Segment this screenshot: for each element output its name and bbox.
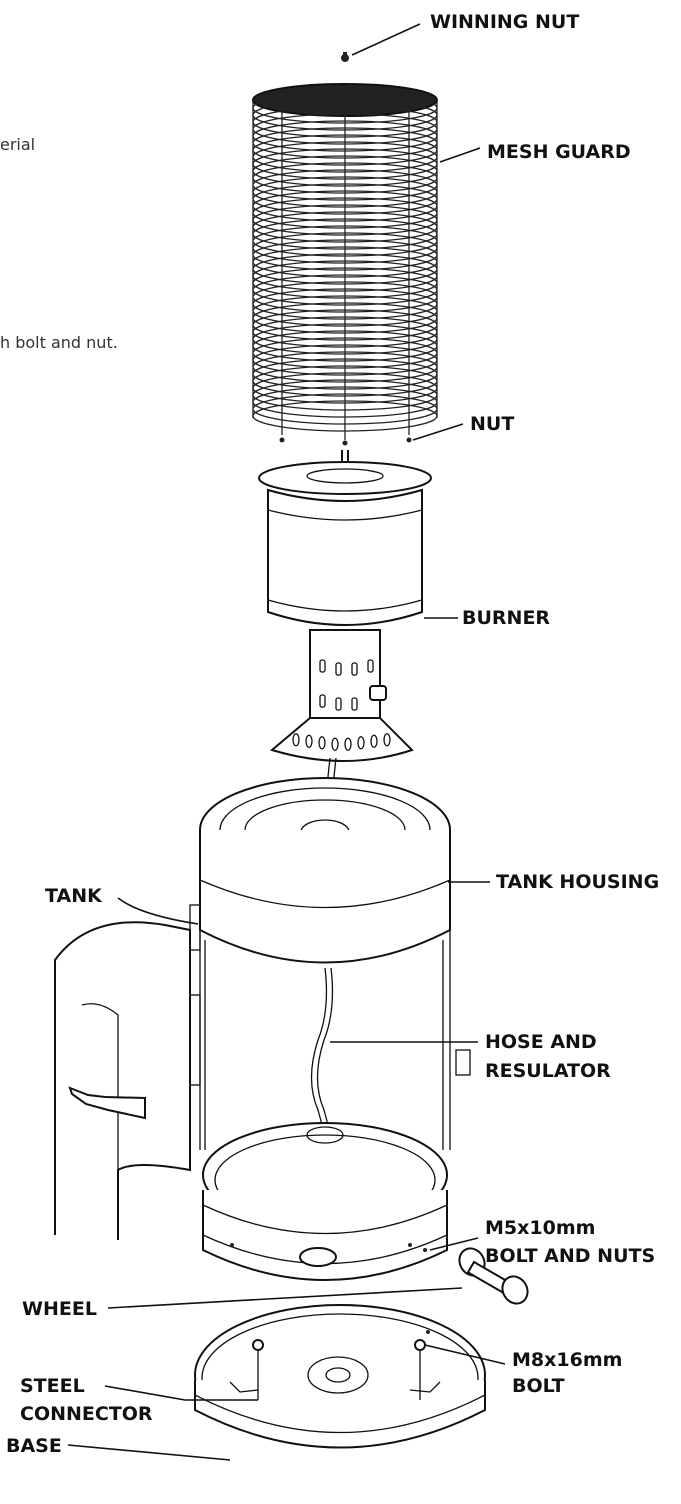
label-m8-bolt: BOLT xyxy=(512,1375,565,1397)
label-regulator: RESULATOR xyxy=(485,1060,611,1082)
burner-part xyxy=(258,450,432,762)
label-m8-size: M8x16mm xyxy=(512,1349,622,1371)
text-fragment-1: erial xyxy=(0,135,35,154)
label-m5-bolt-nuts: BOLT AND NUTS xyxy=(485,1245,655,1267)
tank-housing-part xyxy=(189,757,471,1150)
label-winning-nut: WINNING NUT xyxy=(430,11,579,33)
label-tank: TANK xyxy=(45,885,103,907)
text-fragment-2: h bolt and nut. xyxy=(0,333,118,352)
label-mesh-guard: MESH GUARD xyxy=(487,141,631,163)
label-steel: STEEL xyxy=(20,1375,85,1397)
winning-nut-part xyxy=(341,52,349,62)
leader-lines xyxy=(67,23,506,1461)
mesh-guard-part xyxy=(252,83,438,446)
label-burner: BURNER xyxy=(462,607,550,629)
base-part xyxy=(194,1304,486,1449)
label-wheel: WHEEL xyxy=(22,1298,97,1320)
label-connector: CONNECTOR xyxy=(20,1403,153,1425)
label-m5-size: M5x10mm xyxy=(485,1217,595,1239)
label-hose-and: HOSE AND xyxy=(485,1031,597,1053)
lower-ring-part xyxy=(202,1122,448,1281)
wheel-part xyxy=(458,1247,529,1305)
label-base: BASE xyxy=(6,1435,62,1457)
label-nut: NUT xyxy=(470,413,514,435)
side-cover-panel xyxy=(54,921,191,1240)
label-tank-housing: TANK HOUSING xyxy=(496,871,659,893)
